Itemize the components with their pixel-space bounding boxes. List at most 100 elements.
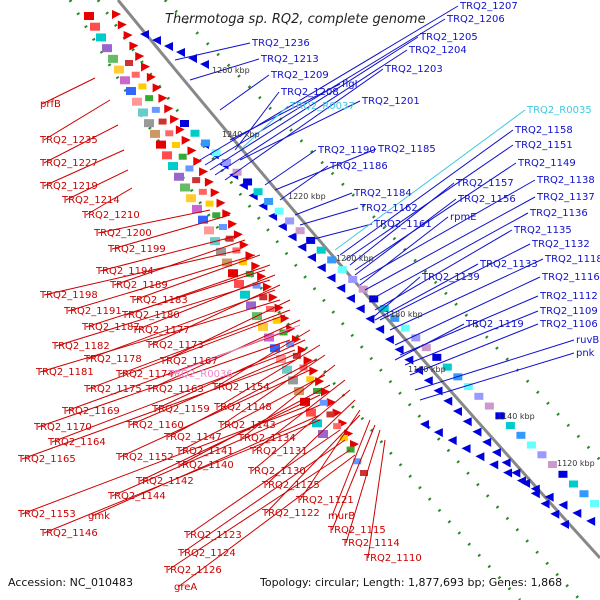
gene-label[interactable]: TRQ2_R0037 bbox=[289, 101, 355, 112]
gene-label[interactable]: TRQ2_1118 bbox=[544, 254, 600, 265]
gene-label[interactable]: TRQ2_1200 bbox=[93, 228, 152, 239]
gene-label[interactable]: TRQ2_1142 bbox=[135, 476, 194, 487]
gene-label[interactable]: TRQ2_1146 bbox=[39, 528, 98, 539]
gene-label[interactable]: TRQ2_1198 bbox=[39, 290, 98, 301]
gene-label[interactable]: TRQ2_1112 bbox=[539, 291, 598, 302]
gene-label[interactable]: pnk bbox=[576, 348, 595, 359]
gene-label[interactable]: TRQ2_1110 bbox=[363, 553, 422, 564]
gene-label[interactable]: TRQ2_1154 bbox=[211, 382, 270, 393]
gene-label[interactable]: TRQ2_1175 bbox=[83, 384, 142, 395]
gene-label[interactable]: TRQ2_1227 bbox=[39, 158, 98, 169]
gene-label[interactable]: TRQ2_1106 bbox=[539, 319, 598, 330]
gene-label[interactable]: TRQ2_1187 bbox=[81, 322, 140, 333]
gene-label[interactable]: TRQ2_1132 bbox=[531, 239, 590, 250]
gene-label[interactable]: TRQ2_1181 bbox=[35, 367, 94, 378]
gene-label[interactable]: TRQ2_1177 bbox=[131, 325, 190, 336]
gene-label[interactable]: TRQ2_1141 bbox=[175, 446, 234, 457]
gene-label[interactable]: TRQ2_1125 bbox=[261, 480, 320, 491]
gene-label[interactable]: TRQ2_1214 bbox=[61, 195, 120, 206]
gene-label[interactable]: TRQ2_1140 bbox=[175, 460, 234, 471]
gene-label[interactable]: TRQ2_1122 bbox=[261, 508, 320, 519]
gene-label[interactable]: TRQ2_1180 bbox=[121, 310, 180, 321]
gene-label[interactable]: TRQ2_1156 bbox=[457, 194, 516, 205]
gene-label[interactable]: TRQ2_1235 bbox=[39, 135, 98, 146]
gene-label[interactable]: TRQ2_1169 bbox=[61, 406, 120, 417]
gene-label[interactable]: flgI bbox=[342, 79, 358, 90]
gene-label[interactable]: TRQ2_1143 bbox=[217, 420, 276, 431]
gene-label[interactable]: TRQ2_1219 bbox=[39, 181, 98, 192]
gene-label[interactable]: TRQ2_1163 bbox=[145, 384, 204, 395]
gene-label[interactable]: rpmE bbox=[450, 212, 477, 223]
gene-label[interactable]: TRQ2_1144 bbox=[107, 491, 166, 502]
gene-label[interactable]: TRQ2_1162 bbox=[359, 203, 418, 214]
gene-label[interactable]: TRQ2_1167 bbox=[159, 356, 218, 367]
gene-label[interactable]: TRQ2_1207 bbox=[459, 1, 518, 12]
gene-label[interactable]: TRQ2_R0036 bbox=[167, 369, 233, 380]
gene-label[interactable]: TRQ2_1137 bbox=[536, 192, 595, 203]
gene-label[interactable]: TRQ2_1189 bbox=[109, 280, 168, 291]
gene-label[interactable]: TRQ2_1130 bbox=[247, 466, 306, 477]
gene-label[interactable]: TRQ2_1121 bbox=[295, 495, 354, 506]
gene-label[interactable]: TRQ2_1190 bbox=[317, 145, 376, 156]
gene-label[interactable]: prfB bbox=[40, 99, 61, 110]
gene-label[interactable]: TRQ2_1153 bbox=[17, 509, 76, 520]
gene-label[interactable]: TRQ2_1208 bbox=[280, 87, 339, 98]
label-leader-line bbox=[331, 419, 371, 517]
gene-label[interactable]: TRQ2_1149 bbox=[517, 158, 576, 169]
gene-label[interactable]: TRQ2_1183 bbox=[129, 295, 188, 306]
gene-label[interactable]: TRQ2_1204 bbox=[408, 45, 467, 56]
gene-label[interactable]: TRQ2_R0035 bbox=[526, 105, 592, 116]
gene-label[interactable]: murB bbox=[328, 511, 355, 522]
gene-label[interactable]: TRQ2_1182 bbox=[51, 341, 110, 352]
gene-label[interactable]: TRQ2_1116 bbox=[541, 272, 600, 283]
gene-label[interactable]: TRQ2_1209 bbox=[270, 70, 329, 81]
gene-label[interactable]: TRQ2_1199 bbox=[107, 244, 166, 255]
gene-label[interactable]: TRQ2_1136 bbox=[529, 208, 588, 219]
gene-label[interactable]: TRQ2_1139 bbox=[421, 272, 480, 283]
gene-label[interactable]: TRQ2_1135 bbox=[513, 225, 572, 236]
gene-label[interactable]: TRQ2_1164 bbox=[47, 437, 106, 448]
gene-label[interactable]: TRQ2_1158 bbox=[514, 125, 573, 136]
reverse-color-block bbox=[537, 451, 547, 459]
gene-label[interactable]: TRQ2_1147 bbox=[163, 432, 222, 443]
gene-label[interactable]: TRQ2_1160 bbox=[125, 420, 184, 431]
gene-label[interactable]: TRQ2_1123 bbox=[183, 530, 242, 541]
gene-label[interactable]: TRQ2_1184 bbox=[353, 188, 412, 199]
gene-label[interactable]: TRQ2_1133 bbox=[479, 259, 538, 270]
gene-label[interactable]: TRQ2_1115 bbox=[327, 525, 386, 536]
gene-label[interactable]: TRQ2_1191 bbox=[63, 306, 122, 317]
gene-label[interactable]: TRQ2_1151 bbox=[514, 140, 573, 151]
gene-label[interactable]: TRQ2_1210 bbox=[81, 210, 140, 221]
gene-label[interactable]: TRQ2_1148 bbox=[213, 402, 272, 413]
gene-label[interactable]: greA bbox=[174, 582, 197, 593]
gene-label[interactable]: TRQ2_1124 bbox=[177, 548, 236, 559]
gene-label[interactable]: TRQ2_1186 bbox=[329, 161, 388, 172]
gene-label[interactable]: TRQ2_1131 bbox=[249, 446, 308, 457]
gene-label[interactable]: TRQ2_1174 bbox=[115, 369, 174, 380]
gene-label[interactable]: TRQ2_1157 bbox=[455, 178, 514, 189]
gene-label[interactable]: TRQ2_1178 bbox=[83, 354, 142, 365]
gene-label[interactable]: TRQ2_1194 bbox=[95, 266, 154, 277]
gene-label[interactable]: TRQ2_1109 bbox=[539, 306, 598, 317]
gene-label[interactable]: TRQ2_1170 bbox=[33, 422, 92, 433]
gene-label[interactable]: TRQ2_1205 bbox=[419, 32, 478, 43]
gene-label[interactable]: TRQ2_1119 bbox=[465, 319, 524, 330]
gene-label[interactable]: TRQ2_1126 bbox=[163, 565, 222, 576]
gene-label[interactable]: TRQ2_1138 bbox=[536, 175, 595, 186]
gene-label[interactable]: TRQ2_1185 bbox=[377, 144, 436, 155]
gene-label[interactable]: TRQ2_1206 bbox=[446, 14, 505, 25]
gene-label[interactable]: TRQ2_1159 bbox=[151, 404, 210, 415]
gene-label[interactable]: TRQ2_1161 bbox=[373, 219, 432, 230]
gene-label[interactable]: gmk bbox=[88, 511, 110, 522]
kbp-tick-label: 1220 kbp bbox=[288, 192, 326, 201]
gene-label[interactable]: TRQ2_1114 bbox=[341, 538, 400, 549]
gene-label[interactable]: TRQ2_1152 bbox=[115, 452, 174, 463]
gene-label[interactable]: TRQ2_1134 bbox=[237, 433, 296, 444]
gene-label[interactable]: TRQ2_1236 bbox=[251, 38, 310, 49]
gene-label[interactable]: TRQ2_1213 bbox=[260, 54, 319, 65]
gene-label[interactable]: ruvB bbox=[576, 335, 599, 346]
gene-label[interactable]: TRQ2_1203 bbox=[384, 64, 443, 75]
gene-label[interactable]: TRQ2_1173 bbox=[145, 340, 204, 351]
gene-label[interactable]: TRQ2_1165 bbox=[17, 454, 76, 465]
gene-label[interactable]: TRQ2_1201 bbox=[361, 96, 420, 107]
